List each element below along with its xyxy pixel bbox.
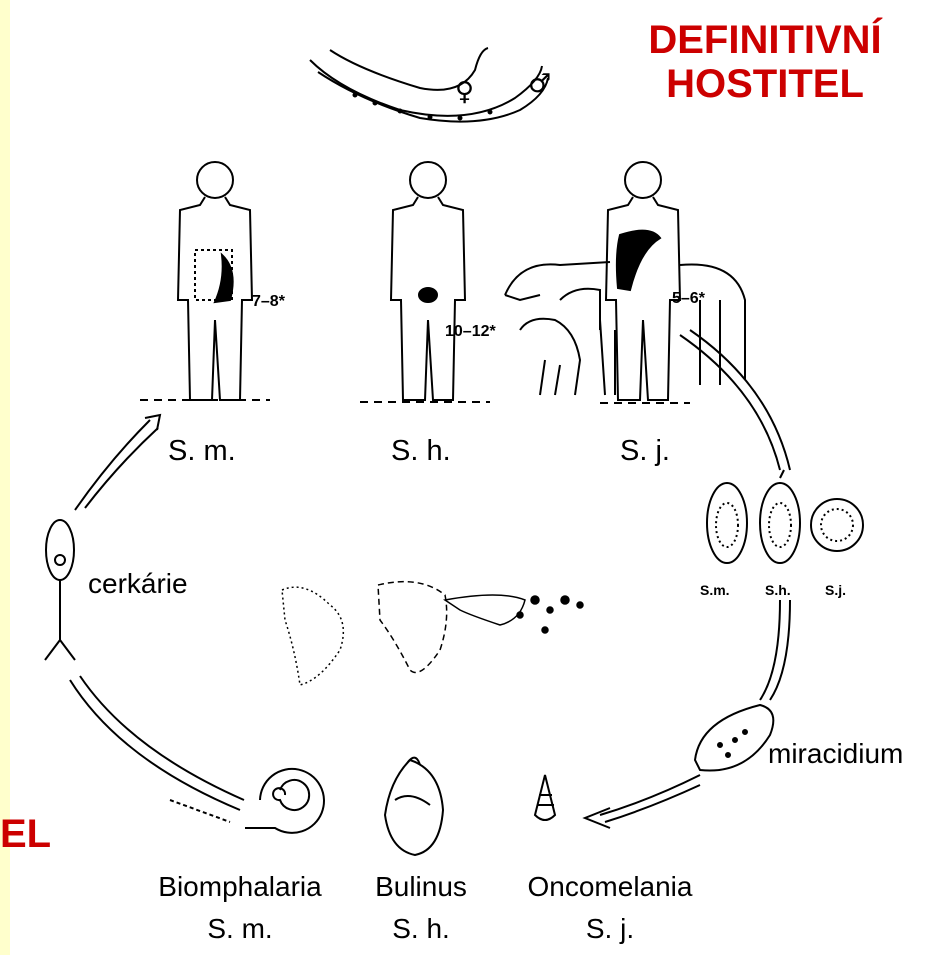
host-label-sm: S. m. xyxy=(168,435,236,468)
definitive-host-title-line1: DEFINITIVNÍ xyxy=(610,18,920,62)
egg-label-sj: S.j. xyxy=(825,582,846,598)
cercaria-image xyxy=(45,520,75,660)
cercaria-label: cerkárie xyxy=(88,568,188,600)
miracidium-label: miracidium xyxy=(768,738,903,770)
snail-species-biomphalaria: S. m. xyxy=(140,908,340,950)
snail-bulinus-image xyxy=(385,758,443,855)
snail-label-biomphalaria: Biomphalaria S. m. xyxy=(140,866,340,950)
snail-genus-oncomelania: Oncomelania xyxy=(505,866,715,908)
svg-text:♂: ♂ xyxy=(528,69,551,99)
snail-species-oncomelania: S. j. xyxy=(505,908,715,950)
period-label-sj: 5–6* xyxy=(672,290,705,308)
world-map-image xyxy=(282,582,583,685)
period-label-sh: 10–12* xyxy=(445,323,496,341)
snail-genus-bulinus: Bulinus xyxy=(356,866,486,908)
definitive-host-title: DEFINITIVNÍ HOSTITEL xyxy=(610,18,920,106)
period-label-sm: 7–8* xyxy=(252,293,285,311)
definitive-host-title-line2: HOSTITEL xyxy=(610,62,920,106)
svg-text:♀: ♀ xyxy=(455,77,474,107)
miracidium-image xyxy=(695,705,773,771)
snail-label-oncomelania: Oncomelania S. j. xyxy=(505,866,715,950)
egg-label-sm: S.m. xyxy=(700,582,730,598)
host-label-sj: S. j. xyxy=(620,435,670,468)
intermediate-host-title-fragment: EL xyxy=(0,812,51,857)
human-figure-sh xyxy=(360,162,490,402)
human-figure-sm xyxy=(140,162,270,400)
snail-label-bulinus: Bulinus S. h. xyxy=(356,866,486,950)
snail-species-bulinus: S. h. xyxy=(356,908,486,950)
snail-oncomelania-image xyxy=(535,775,555,820)
snail-genus-biomphalaria: Biomphalaria xyxy=(140,866,340,908)
adult-worms-image: ♀ ♂ xyxy=(310,48,551,122)
eggs-image xyxy=(707,470,863,563)
host-label-sh: S. h. xyxy=(391,435,451,468)
human-figure-sj xyxy=(600,162,690,403)
egg-label-sh: S.h. xyxy=(765,582,791,598)
snail-biomphalaria-image xyxy=(245,769,324,833)
